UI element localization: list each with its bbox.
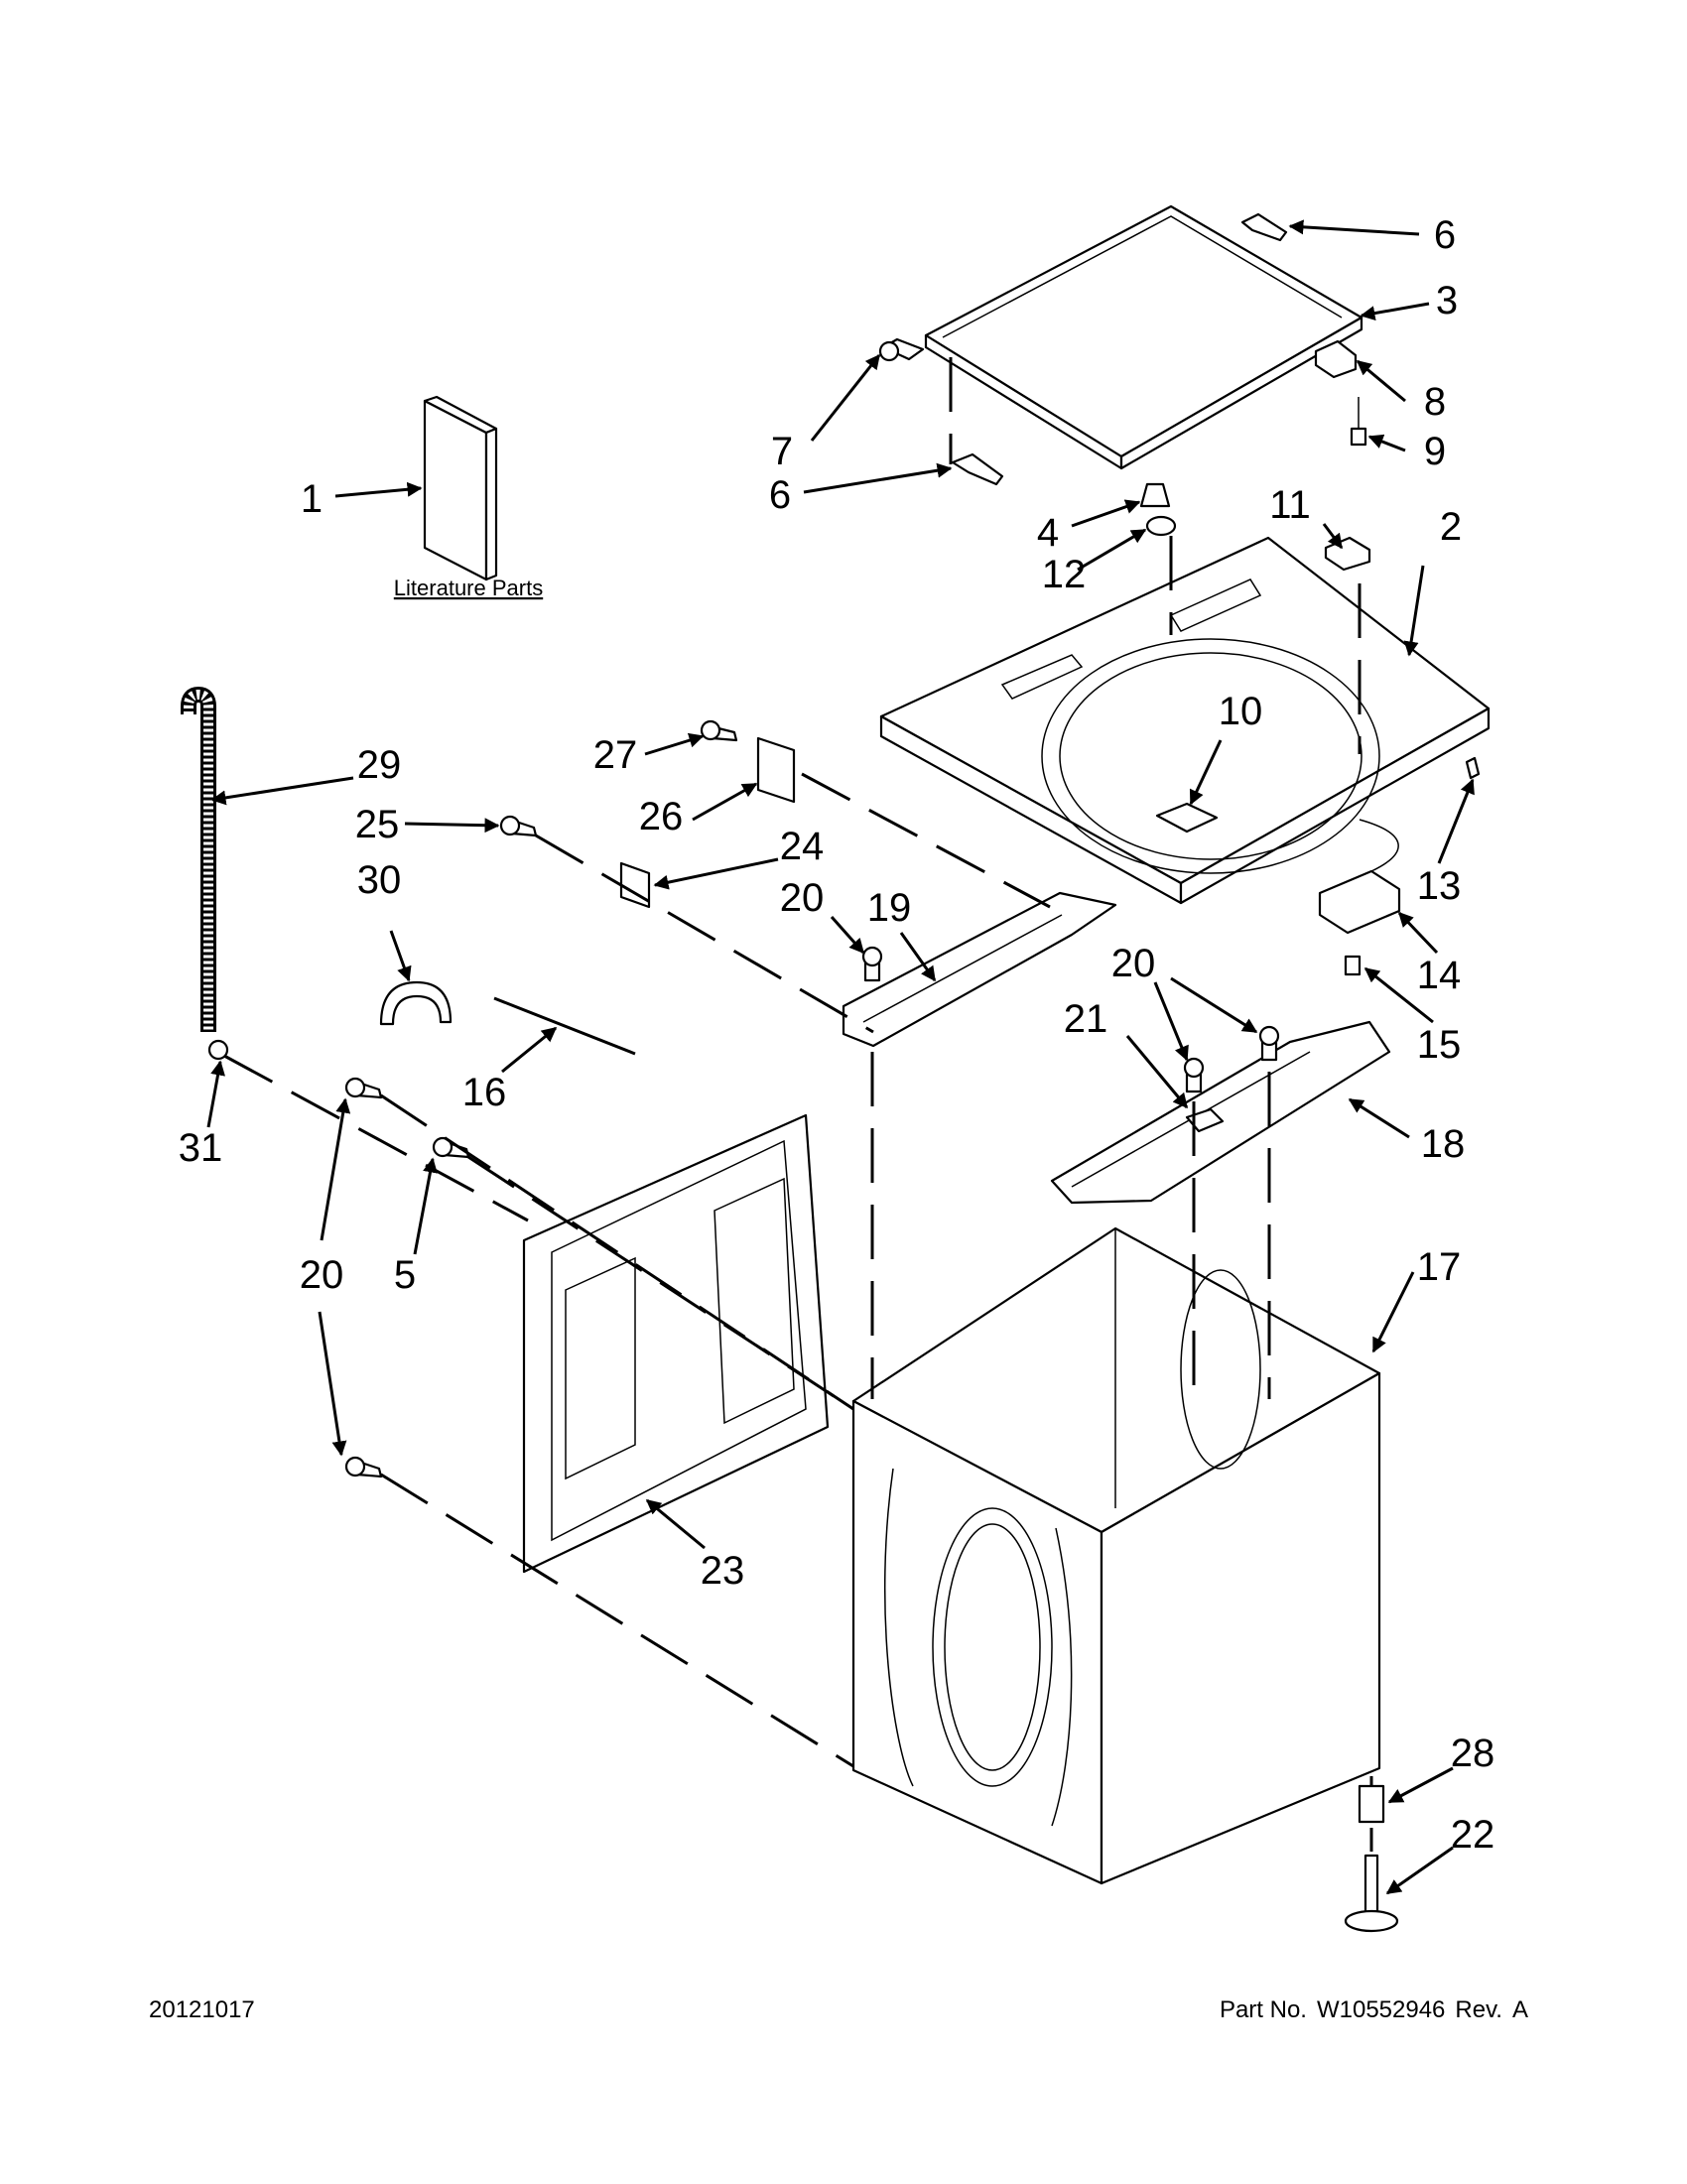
literature-booklet — [423, 395, 498, 581]
part-number-line: Part No. W10552946 Rev. A — [1210, 1996, 1528, 2024]
callout-5: 5 — [394, 1253, 416, 1297]
callout-1: 1 — [301, 477, 323, 521]
callout-25: 25 — [355, 803, 400, 846]
rev: A — [1511, 1996, 1528, 2023]
bleach-cup — [1155, 802, 1219, 834]
front-brace — [842, 891, 1117, 1048]
lid-switch — [1314, 339, 1358, 379]
callout-7: 7 — [771, 430, 793, 473]
callout-29: 29 — [357, 743, 402, 787]
callout-20-brace: 20 — [780, 876, 825, 920]
screw-20-left-bottom — [344, 1456, 383, 1478]
callout-23: 23 — [701, 1549, 745, 1593]
foot-nut — [1358, 1784, 1385, 1824]
hinge-top — [1240, 212, 1288, 242]
screw-27 — [700, 719, 738, 742]
callout-17: 17 — [1417, 1245, 1462, 1289]
lid-lock — [1318, 819, 1401, 935]
callout-21: 21 — [1064, 997, 1108, 1041]
grommet — [1145, 515, 1177, 537]
alignment-lines — [223, 357, 1373, 1852]
callout-3: 3 — [1436, 279, 1458, 322]
hinge-screw — [878, 337, 925, 362]
callout-8: 8 — [1424, 380, 1446, 424]
lid-switch-screw — [1350, 397, 1367, 447]
screw-20-rear-a — [1183, 1057, 1205, 1093]
screw-20-rear-b — [1258, 1025, 1280, 1062]
rod — [493, 996, 636, 1056]
callout-6-top: 6 — [1434, 213, 1456, 257]
callout-14: 14 — [1417, 954, 1462, 997]
callout-16: 16 — [462, 1071, 507, 1114]
callout-18: 18 — [1421, 1122, 1466, 1166]
lid-lock-screw — [1344, 955, 1362, 976]
callout-24: 24 — [780, 825, 825, 868]
callout-27: 27 — [593, 733, 638, 777]
screw-20-brace — [861, 946, 883, 982]
rev-label: Rev. — [1455, 1996, 1502, 2023]
callout-22: 22 — [1451, 1813, 1495, 1857]
callouts: 6 3 8 9 7 6 1 4 12 11 2 10 13 14 15 29 2… — [179, 213, 1495, 1857]
hinge-bottom — [951, 452, 1004, 486]
hose-clamp — [207, 1039, 229, 1061]
console-clip — [1465, 756, 1481, 780]
callout-28: 28 — [1451, 1732, 1495, 1775]
callout-19: 19 — [867, 886, 912, 930]
leveling-foot — [1344, 1854, 1399, 1933]
date-code: 20121017 — [149, 1996, 255, 2023]
leader-arrows — [206, 219, 1475, 1895]
hose-guide — [379, 980, 453, 1026]
callout-12: 12 — [1042, 553, 1087, 596]
callout-6-bottom: 6 — [769, 473, 791, 517]
rear-panel — [522, 1113, 830, 1574]
callout-2: 2 — [1440, 505, 1462, 549]
callout-9: 9 — [1424, 430, 1446, 473]
screw-25 — [499, 815, 538, 837]
lid — [924, 204, 1363, 470]
callout-11: 11 — [1269, 483, 1311, 527]
drain-hose — [181, 686, 216, 1032]
screw-20-left-top — [344, 1077, 383, 1099]
dispenser-cap — [1324, 536, 1371, 572]
top-panel — [879, 536, 1491, 905]
bumper — [1139, 482, 1171, 508]
literature-parts-label: Literature Parts — [394, 576, 543, 600]
part-no: W10552946 — [1316, 1996, 1446, 2023]
callout-31: 31 — [179, 1126, 223, 1170]
callout-20-left: 20 — [300, 1253, 344, 1297]
screw-5 — [432, 1136, 470, 1159]
bracket-26 — [756, 736, 796, 804]
callout-10: 10 — [1219, 690, 1263, 733]
callout-30: 30 — [357, 858, 402, 902]
callout-13: 13 — [1417, 864, 1462, 908]
callout-26: 26 — [639, 795, 684, 838]
callout-4: 4 — [1037, 511, 1059, 555]
callout-20-rear: 20 — [1111, 942, 1156, 985]
cabinet — [851, 1226, 1381, 1885]
rear-brace — [1050, 1020, 1391, 1205]
callout-15: 15 — [1417, 1023, 1462, 1067]
part-no-label: Part No. — [1219, 1996, 1307, 2023]
